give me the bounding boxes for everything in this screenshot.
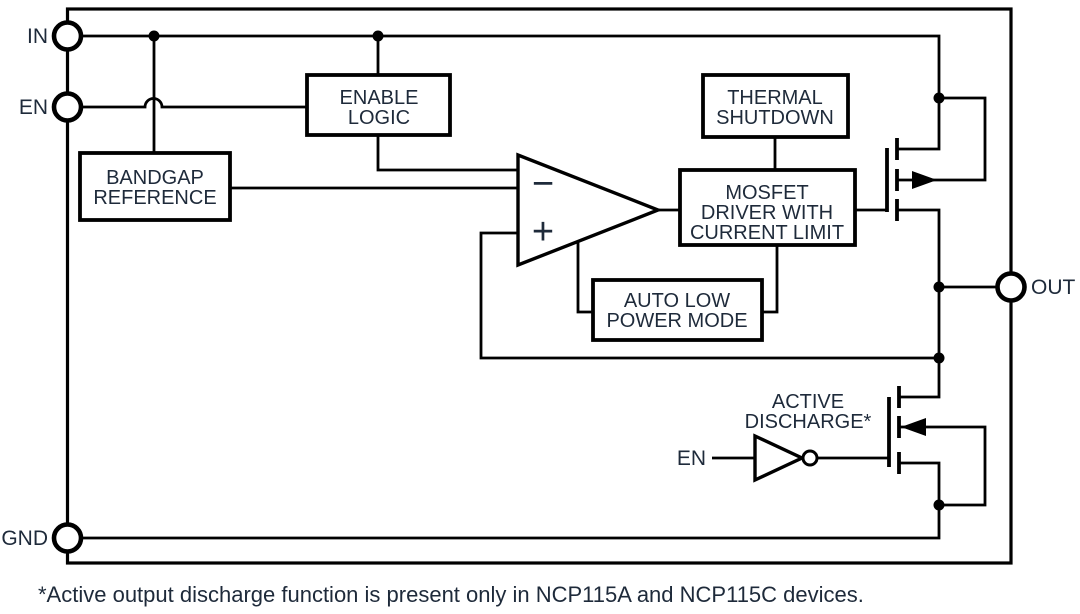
out-pin <box>995 271 1027 303</box>
error-amplifier: − + <box>516 152 663 268</box>
gnd-pin <box>51 522 84 554</box>
footnote-text: *Active output discharge function is pre… <box>38 582 864 607</box>
feedback-wire <box>479 231 939 360</box>
block-enable-logic: ENABLE LOGIC <box>305 73 452 137</box>
discharge-mosfet-body-arrow-icon <box>901 418 926 436</box>
bandgap-reference-label: REFERENCE <box>93 187 216 209</box>
error-amplifier-triangle <box>516 152 663 268</box>
discharge-en-label: EN <box>677 447 706 470</box>
noninverting-input-sign: + <box>532 211 554 253</box>
mosfet-driver-label: MOSFET <box>725 182 808 204</box>
pass-mosfet-body-arrow-icon <box>912 171 937 189</box>
enable-to-amp-wire <box>376 135 518 172</box>
bandgap-reference-label: BANDGAP <box>106 167 204 189</box>
discharge-mosfet <box>887 386 987 507</box>
block-auto-low-power-mode: AUTO LOW POWER MODE <box>591 278 764 342</box>
pass-mosfet <box>885 96 987 221</box>
enable-logic-label: ENABLE <box>340 87 419 109</box>
junction-dot <box>933 499 945 511</box>
discharge-source-wire <box>899 461 941 505</box>
inverting-input-sign: − <box>532 163 554 205</box>
en-rail-wire <box>80 97 307 109</box>
en-pin <box>51 91 84 123</box>
mosfet-driver-label: CURRENT LIMIT <box>690 222 844 244</box>
gnd-rail-wire <box>81 505 941 540</box>
in-pin-label: IN <box>27 25 48 48</box>
wires <box>80 34 998 540</box>
enable-logic-box <box>305 73 452 137</box>
gnd-pin-label: GND <box>1 527 48 550</box>
bandgap-reference-box <box>78 151 232 222</box>
junction-dot <box>148 30 160 42</box>
auto-low-power-label: AUTO LOW <box>624 290 730 312</box>
thermal-shutdown-label: THERMAL <box>727 87 823 109</box>
block-mosfet-driver: MOSFET DRIVER WITH CURRENT LIMIT <box>678 168 857 247</box>
junction-dot <box>372 30 384 42</box>
mosfet-driver-box <box>678 168 857 247</box>
inverter-bubble-icon <box>801 449 819 467</box>
junction-dot <box>933 92 945 104</box>
out-branch-wire <box>897 208 941 399</box>
active-discharge-label: ACTIVE <box>772 391 844 413</box>
junction-dots <box>148 30 945 511</box>
pins: IN EN GND OUT <box>1 20 1076 554</box>
auto-low-power-box <box>591 278 764 342</box>
mosfet-driver-label: DRIVER WITH <box>701 202 833 224</box>
alpm-to-driver-wire <box>762 245 779 314</box>
pass-mosfet-body-wire <box>897 96 987 182</box>
block-bandgap-reference: BANDGAP REFERENCE <box>78 151 232 222</box>
out-pin-label: OUT <box>1031 276 1076 299</box>
en-pin-label: EN <box>19 96 48 119</box>
inverter-triangle <box>753 433 807 483</box>
auto-low-power-label: POWER MODE <box>606 310 747 332</box>
thermal-shutdown-box <box>701 73 850 139</box>
junction-dot <box>933 281 945 293</box>
active-discharge-label: DISCHARGE* <box>745 411 872 433</box>
thermal-shutdown-label: SHUTDOWN <box>716 107 834 129</box>
device-boundary <box>65 7 1013 565</box>
in-pin <box>51 20 84 52</box>
discharge-inverter: EN ACTIVE DISCHARGE* <box>677 391 889 483</box>
enable-logic-label: LOGIC <box>348 107 410 129</box>
block-thermal-shutdown: THERMAL SHUTDOWN <box>701 73 850 139</box>
discharge-mosfet-body-wire <box>899 425 987 507</box>
amp-to-alpm-wire <box>576 240 593 314</box>
junction-dot <box>933 352 945 364</box>
